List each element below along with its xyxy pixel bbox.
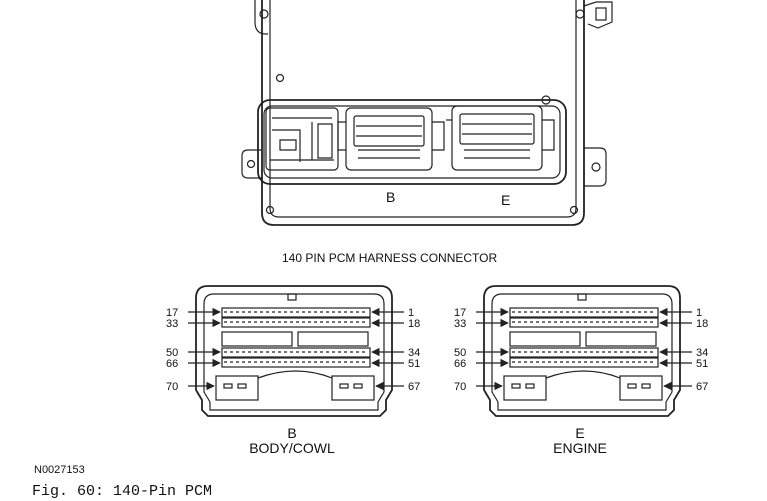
pin-label: 66 xyxy=(454,358,466,370)
connector-letter-b: B xyxy=(287,425,296,441)
connector-name-b: BODY/COWL xyxy=(249,440,335,456)
pin-label: 33 xyxy=(454,318,466,330)
pin-label: 51 xyxy=(696,358,708,370)
connector-b: 17 33 50 66 70 1 18 34 51 67 B BODY/COWL xyxy=(166,285,420,456)
pin-label: 1 xyxy=(696,307,702,319)
pin-label: 50 xyxy=(166,347,178,359)
pin-label: 70 xyxy=(166,381,178,393)
pin-label: 50 xyxy=(454,347,466,359)
pin-label: 18 xyxy=(408,318,420,330)
pin-label: 17 xyxy=(166,307,178,319)
pin-label: 33 xyxy=(166,318,178,330)
pcm-module: B E xyxy=(241,0,613,226)
pin-label: 66 xyxy=(166,358,178,370)
module-callout-b: B xyxy=(386,189,395,205)
module-callout-e: E xyxy=(501,192,510,208)
pin-label: 67 xyxy=(696,381,708,393)
pin-label: 67 xyxy=(408,381,420,393)
connector-e: 17 33 50 66 70 1 18 34 51 67 E ENGINE xyxy=(454,285,708,456)
harness-title: 140 PIN PCM HARNESS CONNECTOR xyxy=(282,251,497,265)
pin-label: 17 xyxy=(454,307,466,319)
pin-label: 34 xyxy=(408,347,420,359)
reference-code: N0027153 xyxy=(34,464,85,476)
connector-name-e: ENGINE xyxy=(553,440,607,456)
figure-caption: Fig. 60: 140-Pin PCM xyxy=(32,483,213,500)
connector-letter-e: E xyxy=(575,425,584,441)
pin-label: 51 xyxy=(408,358,420,370)
pin-label: 18 xyxy=(696,318,708,330)
pin-label: 34 xyxy=(696,347,708,359)
pin-label: 70 xyxy=(454,381,466,393)
pin-label: 1 xyxy=(408,307,414,319)
